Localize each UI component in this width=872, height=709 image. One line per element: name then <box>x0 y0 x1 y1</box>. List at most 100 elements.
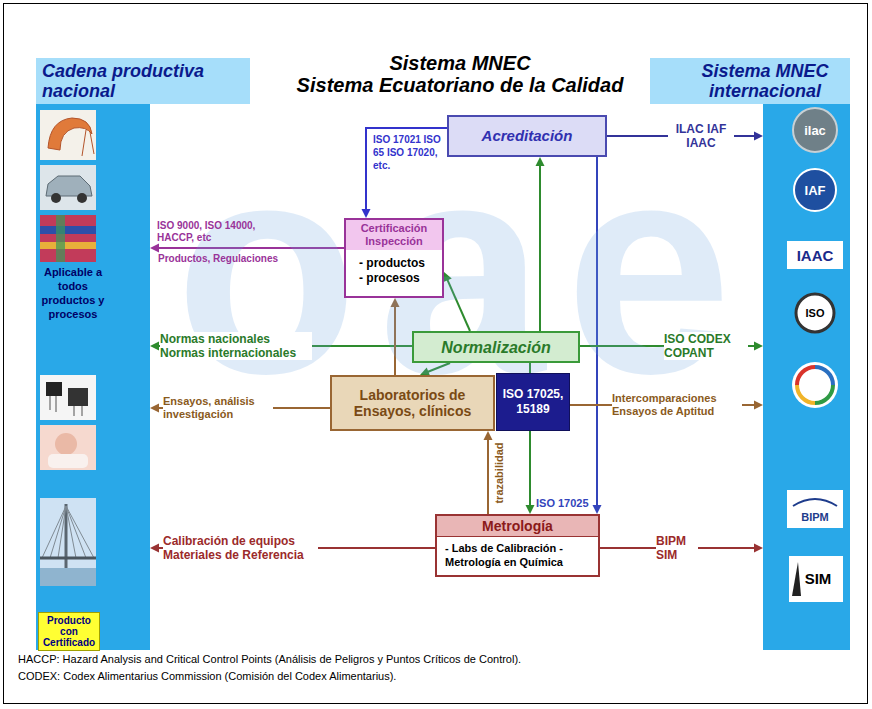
ilac-logo <box>793 108 837 152</box>
arrow-head <box>526 505 535 514</box>
bipm-logo <box>787 490 843 528</box>
edge-label: Calibración de equipos Materiales de Ref… <box>163 534 318 562</box>
wto-logo <box>792 362 838 408</box>
accreditation-box: Acreditación <box>447 115 607 157</box>
box-body: - productos - procesos <box>359 256 429 296</box>
connector-arrow <box>391 298 400 375</box>
baby-head <box>55 433 77 455</box>
arrow-head <box>391 298 400 307</box>
arrow-head <box>754 544 763 553</box>
connector-line <box>447 279 470 331</box>
box-label: Normalización <box>441 338 550 357</box>
band-heading: Cadena productiva nacional <box>36 58 250 104</box>
arrow-head <box>754 401 763 410</box>
box-label: Acreditación <box>482 127 573 145</box>
textile-stripe <box>56 215 65 262</box>
logo-text: BIPM <box>801 511 829 524</box>
product-pictures <box>36 58 150 650</box>
shrimp-photo <box>40 110 96 160</box>
arrow-head <box>150 342 159 351</box>
connector-arrow <box>362 128 448 218</box>
box-heading: Metrología <box>437 516 598 537</box>
wto-logo-arc <box>815 385 833 403</box>
international-band: Sistema MNEC internacional <box>763 58 850 650</box>
diagram-title: Sistema MNEC <box>260 52 660 74</box>
edge-label: ISO CODEX COPANT <box>664 332 748 360</box>
connector-line <box>539 165 541 331</box>
connector-line <box>487 439 489 514</box>
arrow-head <box>484 431 493 440</box>
car-shape <box>46 176 92 196</box>
textile-stripe <box>40 242 96 249</box>
connector-arrow <box>150 244 344 253</box>
logo-text: SIM <box>805 570 832 587</box>
baby-blanket <box>48 454 88 468</box>
bridge-water <box>40 568 96 586</box>
baby-photo <box>40 425 96 470</box>
metrology-box: Metrología- Labs de Calibración - Metrol… <box>435 514 600 577</box>
chip <box>46 382 62 396</box>
textile-stripe <box>40 226 96 234</box>
arrow-head <box>150 404 159 413</box>
sim-logo <box>789 556 843 602</box>
shrimp-feelers <box>82 130 94 156</box>
footnote: CODEX: Codex Alimentarius Commission (Co… <box>18 669 396 683</box>
band-note: Aplicable a todos productos y procesos <box>38 265 108 321</box>
arrow-head <box>754 132 763 141</box>
edge-label: Normas nacionales Normas internacionales <box>160 332 312 360</box>
arrow-head <box>754 342 763 351</box>
watermark: oae <box>175 118 752 418</box>
iso-logo <box>796 294 834 332</box>
wto-logo-arc <box>815 367 833 385</box>
connector-arrow <box>484 431 493 514</box>
bridge-photo <box>40 498 96 586</box>
arrow-head <box>593 505 602 514</box>
connector-line <box>366 128 447 210</box>
box-label: Laboratorios de Ensayos, clínicos <box>338 387 487 419</box>
standardisation-box: Normalización <box>412 331 580 363</box>
bridge-deck <box>40 557 96 560</box>
logo-text: IAF <box>805 183 826 198</box>
arrow-head <box>444 272 452 282</box>
box-heading: Certificación Inspección <box>346 220 442 250</box>
edge-label: ILAC IAF IAAC <box>668 122 734 150</box>
box-label: ISO 17025, 15189 <box>500 387 566 417</box>
sim-logo-mark <box>792 562 801 596</box>
connector-arrow <box>593 157 602 514</box>
connector-arrow <box>444 272 470 331</box>
organisation-logos <box>763 58 850 650</box>
edge-label: Intercomparaciones Ensayos de Aptitud <box>612 392 742 418</box>
connector-arrow <box>536 157 545 331</box>
subtitle: Sistema Ecuatoriano de la Calidad <box>260 74 660 96</box>
logo-text: ISO <box>806 307 825 320</box>
bipm-logo-arc <box>793 499 837 506</box>
wto-logo-arc <box>797 367 815 385</box>
edge-label: BIPM SIM <box>656 534 698 562</box>
connector-line <box>596 157 598 506</box>
chip-legs <box>50 396 82 416</box>
connector-line <box>394 306 396 375</box>
connector-arrow <box>420 363 450 376</box>
car-wheel <box>77 193 87 203</box>
edge-label: Ensayos, análisis investigación <box>163 395 273 421</box>
edge-label: ISO 17025 <box>536 497 589 510</box>
band-heading: Sistema MNEC internacional <box>650 58 850 104</box>
connector-line <box>158 247 344 249</box>
edge-label: trazabilidad <box>493 442 506 503</box>
standard-box: ISO 17025, 15189 <box>496 373 570 431</box>
edge-label: ISO 9000, ISO 14000, HACCP, etc <box>157 220 282 244</box>
laboratories-box: Laboratorios de Ensayos, clínicos <box>330 375 495 431</box>
arrow-head <box>150 544 159 553</box>
iaac-logo <box>787 241 843 269</box>
arrow-head <box>362 209 371 218</box>
connector-line <box>427 363 450 372</box>
car-wheel <box>51 193 61 203</box>
arrow-head <box>150 244 159 253</box>
iaf-logo <box>794 169 836 211</box>
arrow-head <box>536 157 545 166</box>
wto-logo-arc <box>797 385 815 403</box>
textile-photo <box>40 215 96 262</box>
footnote: HACCP: Hazard Analysis and Critical Cont… <box>18 652 521 666</box>
bridge-cables <box>42 506 94 558</box>
